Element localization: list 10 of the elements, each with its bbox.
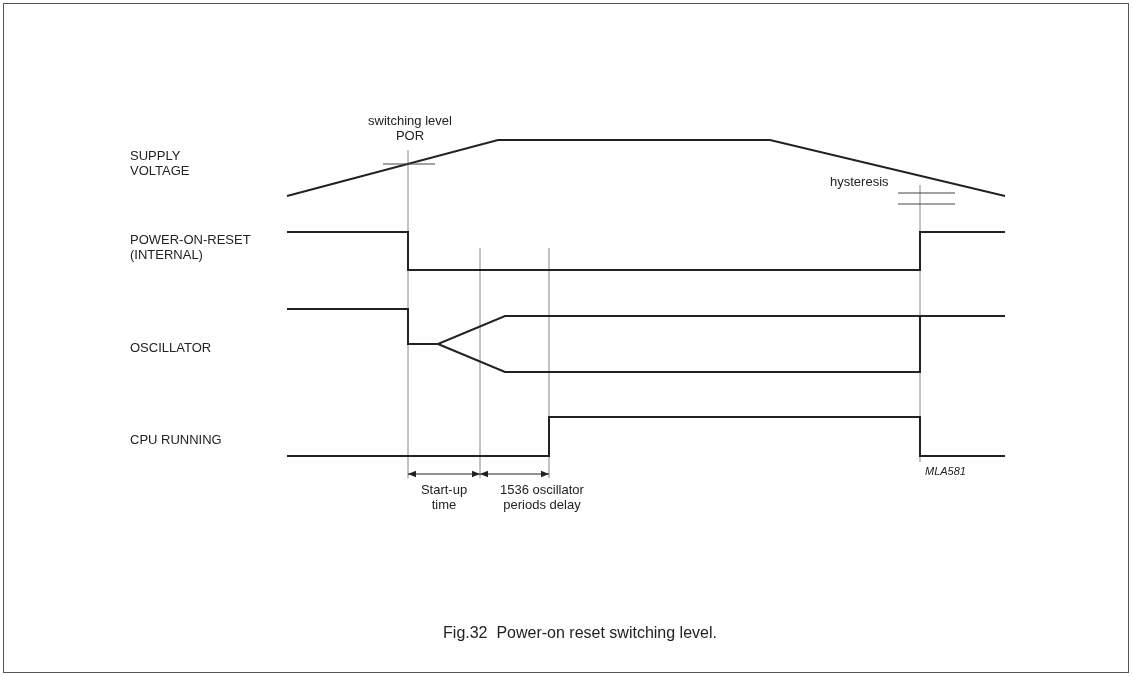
figure-caption: Fig.32 Power-on reset switching level.: [442, 624, 718, 642]
text-label: switching level POR: [367, 113, 453, 143]
text-label: Start-up time: [419, 482, 469, 512]
text-label: POWER-ON-RESET (INTERNAL): [130, 232, 252, 262]
text-label: OSCILLATOR: [130, 340, 213, 355]
text-label: CPU RUNNING: [130, 432, 223, 447]
text-label: MLA581: [925, 464, 967, 479]
text-label: 1536 oscillator periods delay: [499, 482, 585, 512]
text-label: hysteresis: [830, 174, 890, 189]
text-label: SUPPLY VOLTAGE: [130, 148, 191, 178]
